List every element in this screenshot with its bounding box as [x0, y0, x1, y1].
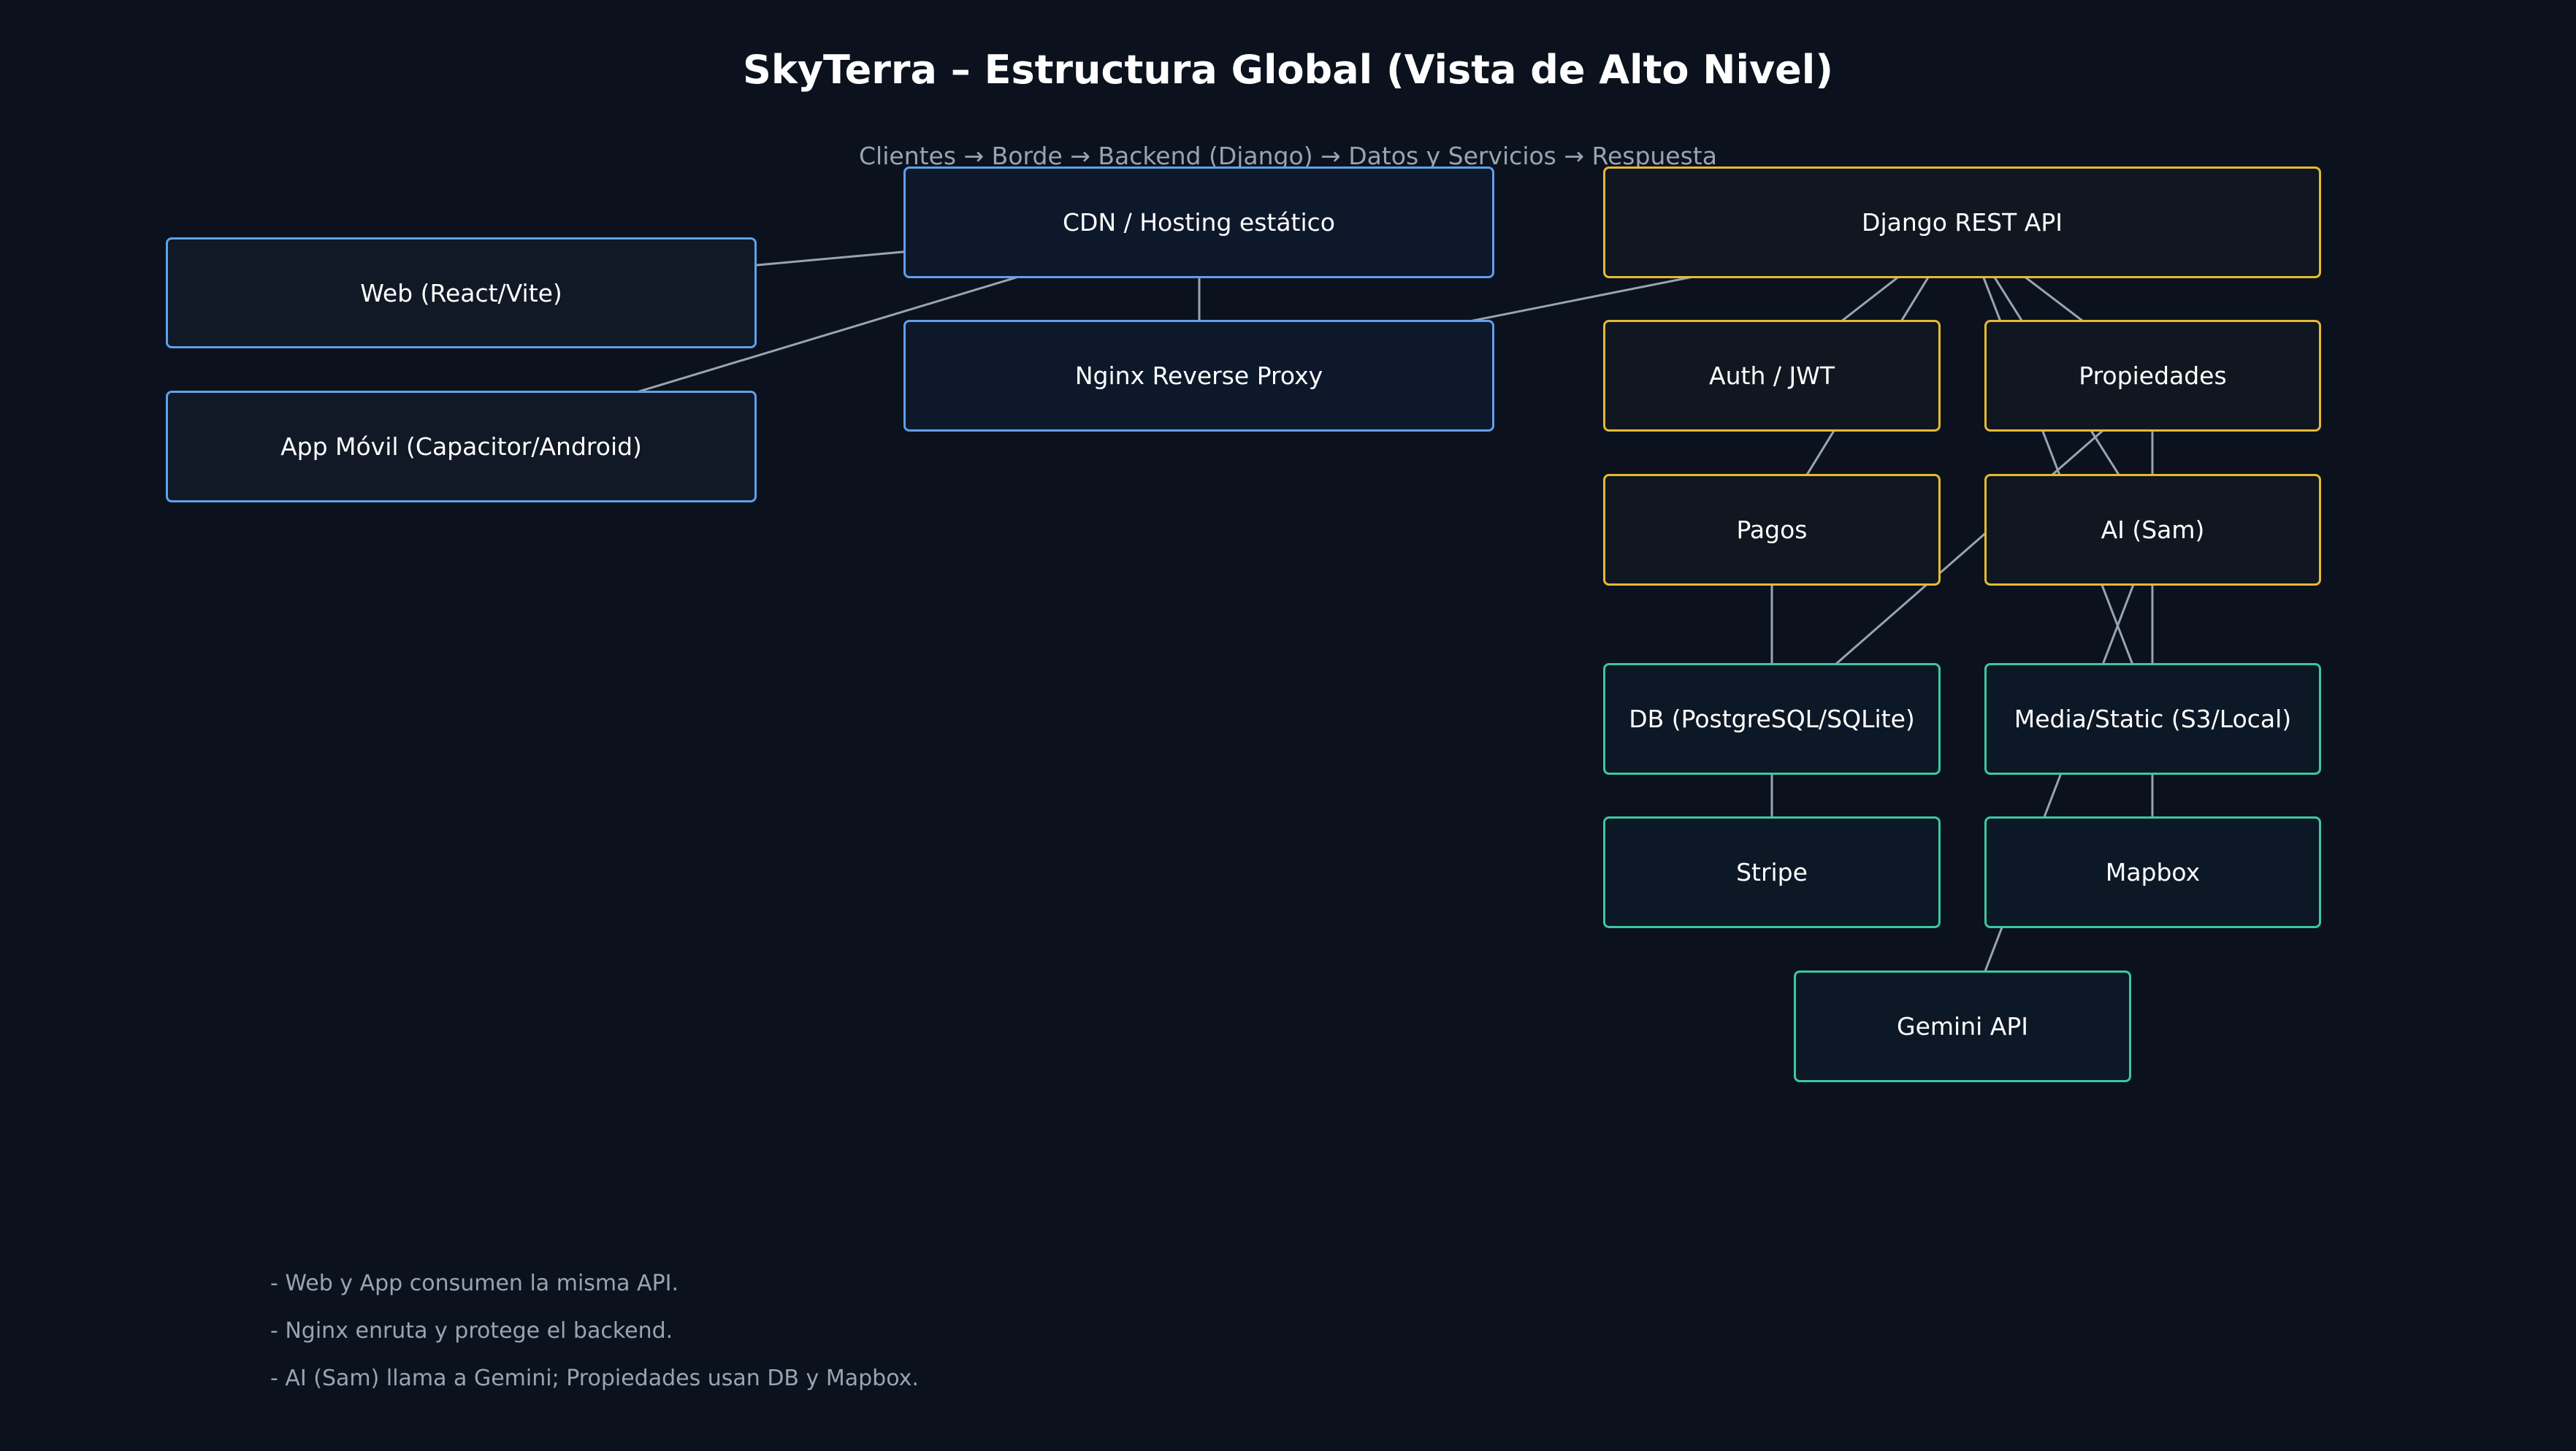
- note-item: - Nginx enruta y protege el backend.: [270, 1318, 673, 1344]
- node-pagos: Pagos: [1603, 474, 1941, 586]
- node-cdn: CDN / Hosting estático: [903, 166, 1494, 278]
- node-media: Media/Static (S3/Local): [1984, 663, 2321, 775]
- node-stripe: Stripe: [1603, 816, 1941, 928]
- node-auth: Auth / JWT: [1603, 320, 1941, 432]
- notes-list: - Web y App consumen la misma API. - Ngi…: [270, 1269, 919, 1412]
- edge-propiedades-to-db: [1783, 387, 2152, 711]
- diagram-title: SkyTerra – Estructura Global (Vista de A…: [742, 47, 1833, 93]
- diagram-subtitle: Clientes → Borde → Backend (Django) → Da…: [859, 142, 1717, 170]
- edge-ai-to-gemini: [1967, 538, 2152, 1016]
- node-nginx: Nginx Reverse Proxy: [903, 320, 1494, 432]
- note-item: - Web y App consumen la misma API.: [270, 1271, 679, 1296]
- node-gemini: Gemini API: [1794, 970, 2131, 1082]
- node-db: DB (PostgreSQL/SQLite): [1603, 663, 1941, 775]
- node-app: App Móvil (Capacitor/Android): [166, 391, 757, 502]
- note-item: - AI (Sam) llama a Gemini; Propiedades u…: [270, 1366, 919, 1391]
- node-mapbox: Mapbox: [1984, 816, 2321, 928]
- node-web: Web (React/Vite): [166, 237, 757, 348]
- node-ai: AI (Sam): [1984, 474, 2321, 586]
- node-propiedades: Propiedades: [1984, 320, 2321, 432]
- node-django: Django REST API: [1603, 166, 2321, 278]
